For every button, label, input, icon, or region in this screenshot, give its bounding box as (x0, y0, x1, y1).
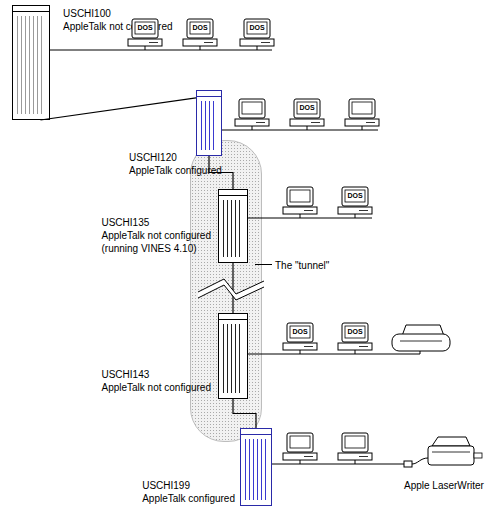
node-name: USCHI143 (101, 368, 211, 381)
pc-icon (283, 323, 317, 354)
node-note: AppleTalk not configured (63, 20, 173, 33)
pc-icon (183, 19, 217, 50)
node-label-block: USCHI199AppleTalk configured (142, 479, 235, 505)
pc-icon (128, 19, 162, 50)
pc-icon (283, 187, 317, 218)
tower-cap (219, 319, 247, 320)
node-label-block: USCHI120AppleTalk configured (129, 151, 222, 177)
tower-cap (13, 11, 49, 12)
server-tower: USCHI100AppleTalk not configured (12, 5, 50, 120)
pc-icon (338, 433, 372, 464)
node-name: The "tunnel" (275, 259, 329, 272)
screen-label: DOS (190, 22, 210, 34)
node-note: (running VINES 4.10) (101, 242, 211, 255)
device-label: Apple LaserWriter (404, 479, 484, 492)
pc-icon (338, 323, 372, 354)
screen-label: DOS (345, 326, 365, 338)
node-note: AppleTalk configured (129, 164, 222, 177)
tower-vents (201, 101, 217, 150)
server-tower: USCHI120AppleTalk configured (196, 90, 222, 156)
screen-label: DOS (345, 190, 365, 202)
node-name: USCHI135 (101, 216, 211, 229)
node-label-block: The "tunnel" (275, 259, 329, 272)
node-label-block: USCHI135AppleTalk not configured(running… (101, 216, 211, 255)
node-note: AppleTalk not configured (101, 229, 211, 242)
lan-wire (272, 464, 404, 465)
wan-break-symbol (198, 279, 264, 300)
node-label-block: USCHI100AppleTalk not configured (63, 7, 173, 33)
server-tower: USCHI199AppleTalk configured (240, 428, 272, 506)
pc-icon (240, 19, 274, 50)
pc-icon (235, 99, 269, 130)
lan-wire (222, 130, 378, 131)
node-name: USCHI120 (129, 151, 222, 164)
network-link (232, 263, 233, 313)
network-link (233, 399, 256, 428)
server-tower: USCHI135AppleTalk not configured(running… (218, 189, 248, 263)
tower-cap (197, 96, 221, 97)
node-note: AppleTalk configured (142, 492, 235, 505)
line-printer (392, 325, 450, 354)
tower-vents (223, 200, 243, 257)
tower-vents (223, 324, 243, 393)
node-name: USCHI100 (63, 7, 173, 20)
pc-icon (283, 433, 317, 464)
server-tower: USCHI143AppleTalk not configured (218, 313, 248, 399)
node-name: USCHI199 (142, 479, 235, 492)
tunnel-region: The "tunnel"USCHI135AppleTalk not config… (190, 140, 262, 442)
tower-cap (241, 434, 271, 435)
screen-label: DOS (297, 102, 317, 114)
screen-label: DOS (290, 326, 310, 338)
lan-wire (247, 218, 372, 219)
pc-icon (345, 99, 379, 130)
leader-line (255, 264, 272, 265)
tower-vents (245, 439, 267, 500)
lan-wire (50, 50, 272, 51)
network-link (41, 98, 197, 120)
tower-vents (17, 16, 45, 114)
lan-wire (247, 354, 420, 355)
tower-cap (219, 195, 247, 196)
pc-icon (290, 99, 324, 130)
network-link (209, 156, 233, 189)
node-label-block: USCHI143AppleTalk not configured (101, 368, 211, 394)
node-note: AppleTalk not configured (101, 381, 211, 394)
pc-icon (338, 187, 372, 218)
screen-label: DOS (247, 22, 267, 34)
laser-printer (404, 437, 482, 467)
